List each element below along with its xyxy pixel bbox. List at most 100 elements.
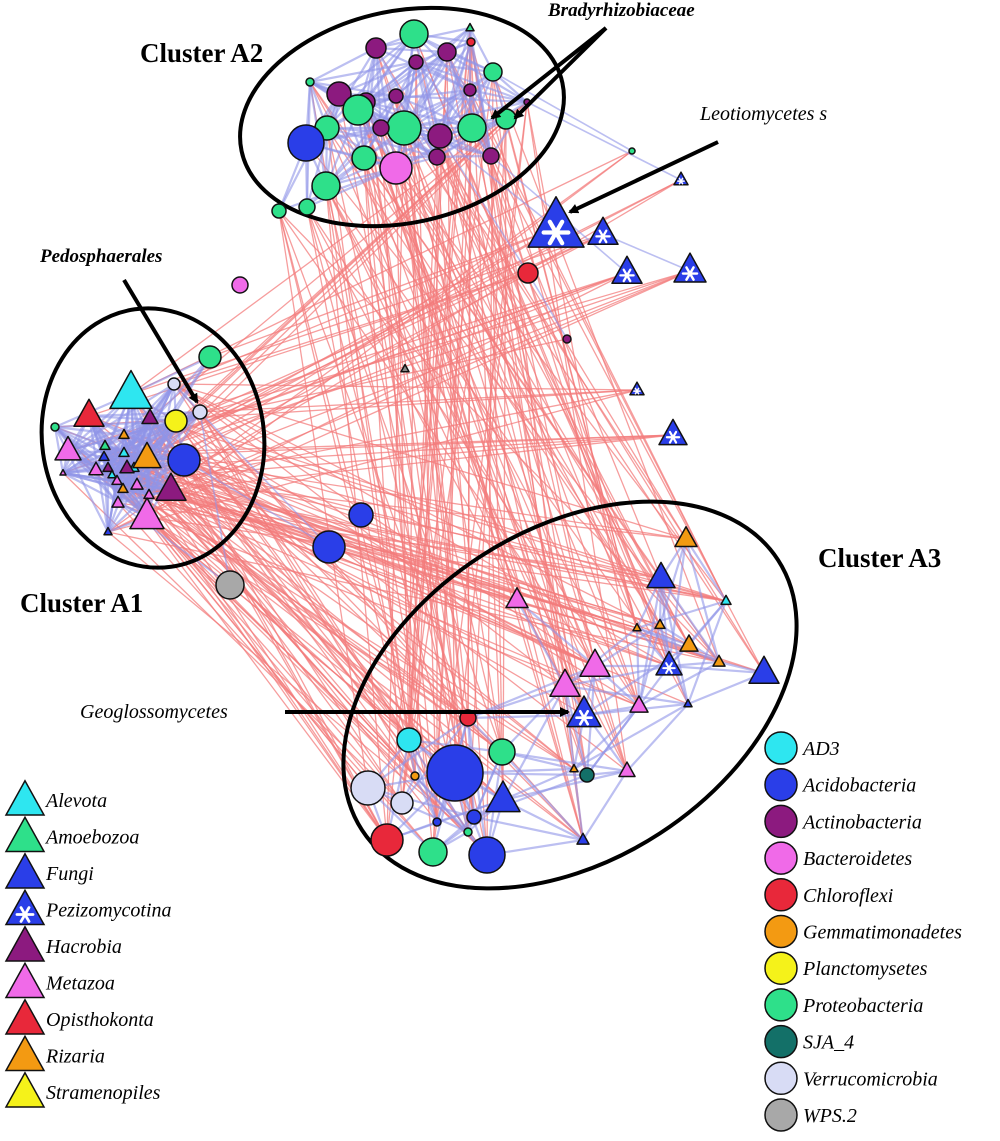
legend-label: Bacteroidetes — [803, 848, 912, 870]
node-hacrobia-46 — [141, 408, 159, 425]
node-actinobacteria-37 — [562, 334, 572, 344]
node-metazoa-63 — [143, 488, 155, 500]
leotiomycetes-label: Leotiomycetes s — [699, 103, 827, 125]
node-actinobacteria-14 — [427, 123, 453, 149]
edge-415 — [326, 126, 438, 159]
node-rizaria-49 — [118, 428, 130, 440]
edge-30 — [309, 81, 661, 626]
edge-562 — [67, 449, 125, 455]
node-fungi-86 — [566, 695, 602, 728]
edge-256 — [122, 488, 670, 667]
edge-117 — [278, 210, 469, 719]
pedosphaerales-arrow — [122, 278, 199, 404]
edge-112 — [306, 206, 410, 741]
edge-301 — [403, 27, 471, 129]
legend-label: Planctomysetes — [802, 958, 928, 980]
bradyrhizobiaceae-arrow-1 — [490, 26, 608, 120]
node-proteobacteria-89 — [488, 738, 516, 766]
node-acidobacteria-55 — [167, 443, 201, 477]
edge-679 — [636, 626, 720, 664]
node-amoebozoa-48 — [99, 439, 111, 451]
node-fungi-35 — [658, 418, 688, 446]
edge-525 — [148, 417, 173, 491]
legend-eukaryotes: AlevotaAmoebozoaFungiPezizomycotinaHacro… — [4, 779, 172, 1108]
node-acidobacteria-99 — [432, 817, 442, 827]
node-metazoa-65 — [111, 495, 125, 508]
node-proteobacteria-13 — [386, 110, 422, 146]
triangle-icon — [4, 779, 46, 816]
edge-400 — [439, 135, 529, 274]
edge-183 — [175, 420, 410, 741]
node-opisthokonta-42 — [73, 398, 105, 428]
edge-330 — [415, 60, 528, 104]
node-bacteroidetes-39 — [231, 276, 249, 294]
legend-item-acidobacteria: Acidobacteria — [764, 767, 916, 802]
legend-item-metazoa: Metazoa — [4, 961, 115, 999]
node-proteobacteria-6 — [483, 62, 503, 82]
edge-511 — [145, 420, 178, 518]
circle-icon — [764, 988, 798, 1022]
legend-item-alevota: Alevota — [4, 779, 107, 816]
edge-94 — [395, 167, 410, 741]
node-hacrobia-59 — [102, 461, 114, 473]
edge-78 — [502, 118, 507, 801]
legend-item-rizaria: Rizaria — [4, 1034, 105, 1072]
edge-174 — [173, 383, 690, 646]
node-alevota-75 — [720, 594, 732, 606]
edge-230 — [183, 459, 575, 770]
node-rizaria-54 — [132, 441, 162, 469]
edge-242 — [107, 467, 670, 667]
legend-item-stramenopiles: Stramenopiles — [4, 1071, 161, 1108]
edge-265 — [117, 502, 434, 853]
edge-141 — [148, 179, 682, 496]
edge-756 — [401, 801, 469, 834]
edge-131 — [209, 227, 557, 358]
legend-label: Rizaria — [45, 1046, 105, 1068]
node-chloroflexi-36 — [517, 262, 539, 284]
edge-218 — [133, 467, 469, 719]
node-rizaria-80 — [712, 654, 726, 667]
node-rizaria-72 — [674, 525, 698, 548]
node-proteobacteria-25 — [298, 198, 316, 216]
node-alevota-60 — [107, 469, 117, 479]
edge-187 — [149, 417, 727, 602]
node-fungi-78 — [655, 650, 683, 676]
edge-198 — [104, 445, 566, 687]
pedosphaerales-label: Pedosphaerales — [39, 246, 162, 267]
edge-140 — [107, 179, 682, 469]
edge-267 — [146, 516, 469, 719]
edge-668 — [636, 599, 727, 630]
bradyrhizobiaceae-arrow-2 — [513, 26, 608, 120]
node-wps-2-71 — [215, 570, 245, 600]
node-gemmatimonadetes-91 — [410, 771, 420, 781]
edge-750 — [502, 767, 575, 802]
edge-727 — [501, 750, 628, 773]
edge-705 — [586, 705, 640, 776]
triangle-star-icon — [4, 888, 46, 926]
node-proteobacteria-0 — [399, 19, 429, 49]
node-proteobacteria-7 — [305, 77, 315, 87]
edge-496 — [199, 411, 231, 586]
edge-434 — [602, 233, 691, 272]
edge-288 — [309, 47, 377, 83]
node-actinobacteria-38 — [400, 363, 410, 373]
cluster-a3-label: Cluster A3 — [818, 543, 941, 573]
node-proteobacteria-20 — [351, 145, 377, 171]
edge-723 — [407, 739, 439, 823]
edge-147 — [175, 270, 691, 422]
node-acidobacteria-70 — [312, 530, 346, 564]
node-fungi-33 — [673, 252, 707, 283]
edge-39 — [365, 101, 438, 823]
node-fungi-97 — [485, 780, 521, 813]
node-proteobacteria-101 — [418, 837, 448, 867]
edge-731 — [501, 751, 584, 841]
node-actinobacteria-5 — [408, 54, 424, 70]
triangle-icon — [4, 1034, 46, 1072]
node-amoebozoa-2 — [465, 22, 475, 32]
triangle-icon — [4, 852, 46, 889]
edge-86 — [326, 127, 488, 856]
node-rizaria-93 — [569, 763, 579, 773]
node-metazoa-84 — [629, 695, 649, 713]
edge-648 — [62, 471, 150, 497]
